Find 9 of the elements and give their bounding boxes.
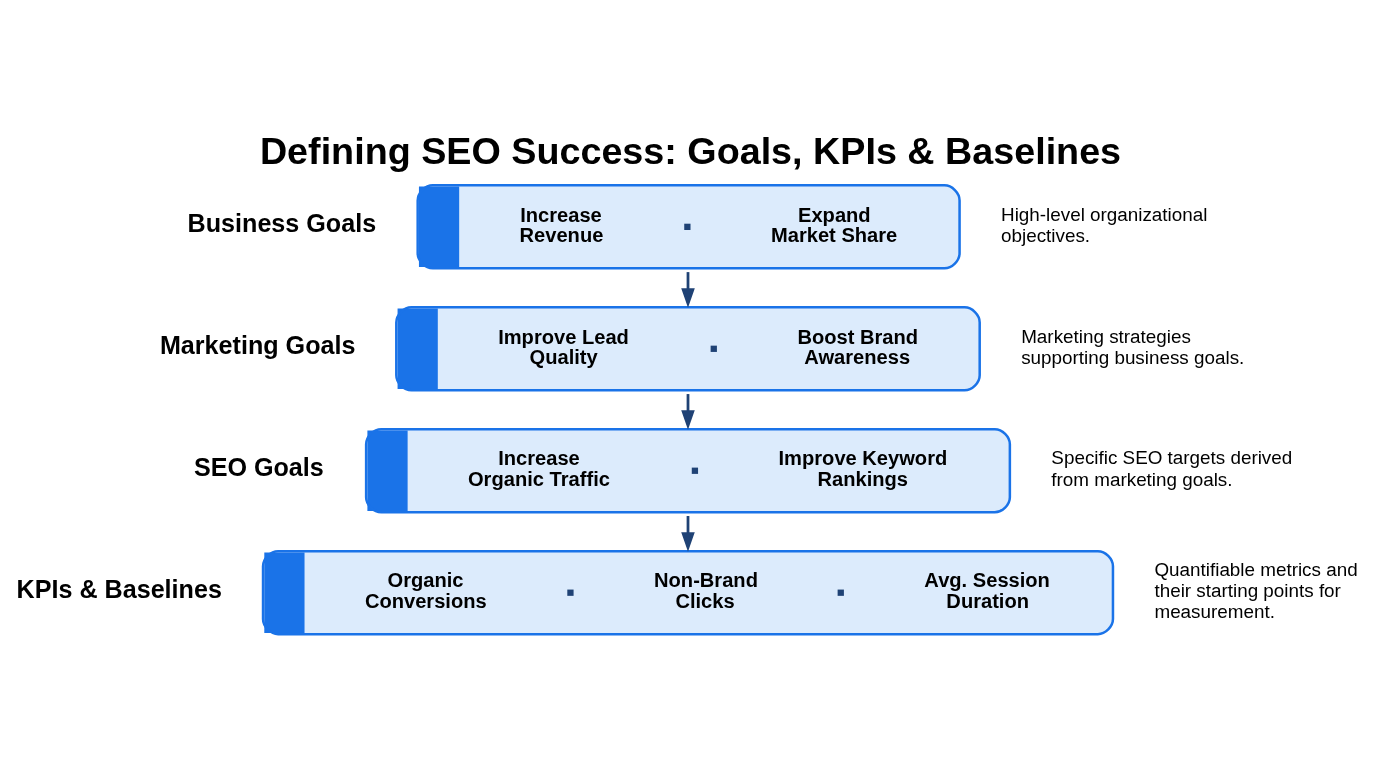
diagram-title: Defining SEO Success: Goals, KPIs & Baselines bbox=[259, 129, 1122, 172]
node-label: Business Goals bbox=[187, 208, 377, 237]
node-label: KPIs & Baselines bbox=[16, 574, 222, 603]
node-label: Marketing strategies supporting business goals. bbox=[1021, 325, 1245, 368]
node-label: Quantifiable metrics and their starting points for measurement. bbox=[1154, 558, 1358, 623]
node-label: Specific SEO targets derived from marketing goals. bbox=[1051, 447, 1293, 490]
node-label: SEO Goals bbox=[193, 452, 324, 481]
node-label: High-level organizational objectives. bbox=[1001, 203, 1208, 246]
node-label: Marketing Goals bbox=[159, 330, 356, 359]
